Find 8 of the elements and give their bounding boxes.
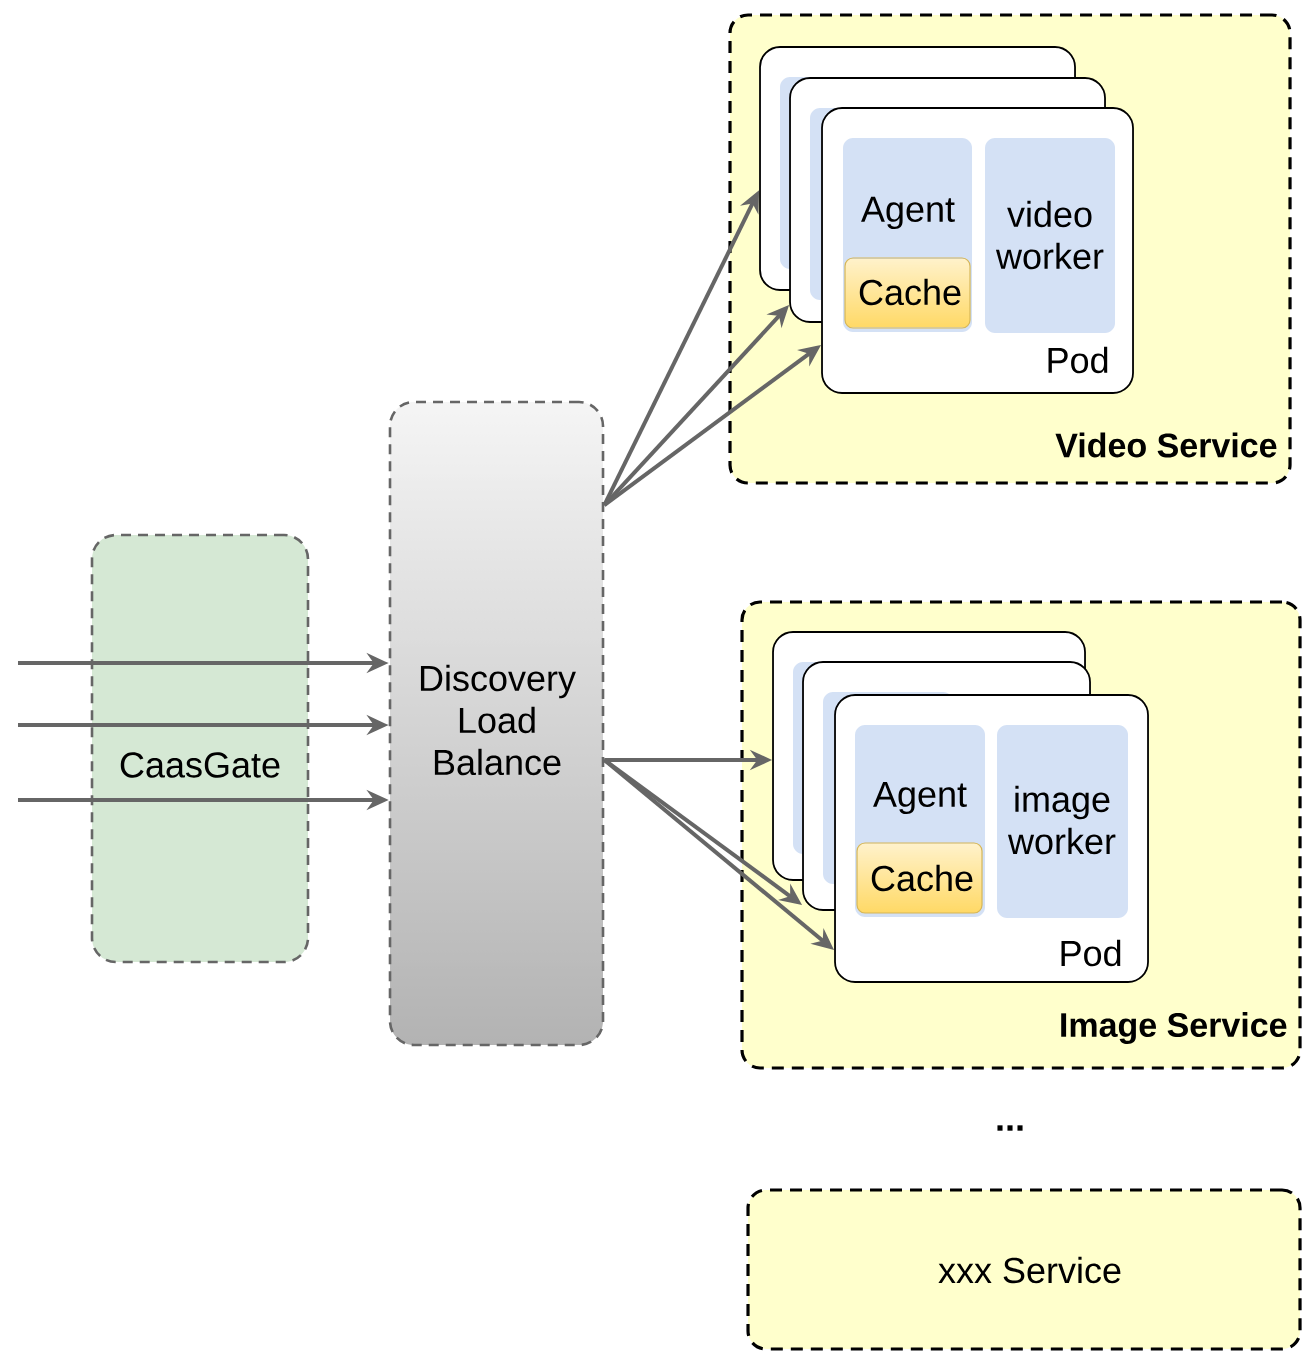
cache-box: Cache <box>844 257 971 329</box>
gateway-box: CaasGate <box>90 533 310 964</box>
service-container: xxx Service <box>746 1188 1302 1351</box>
worker-panel: video worker <box>985 138 1115 333</box>
load-balancer-box: Discovery Load Balance <box>388 400 605 1047</box>
cache-box: Cache <box>856 842 983 914</box>
ellipsis-text: ... <box>997 1125 1023 1131</box>
worker-panel: image worker <box>997 725 1128 918</box>
